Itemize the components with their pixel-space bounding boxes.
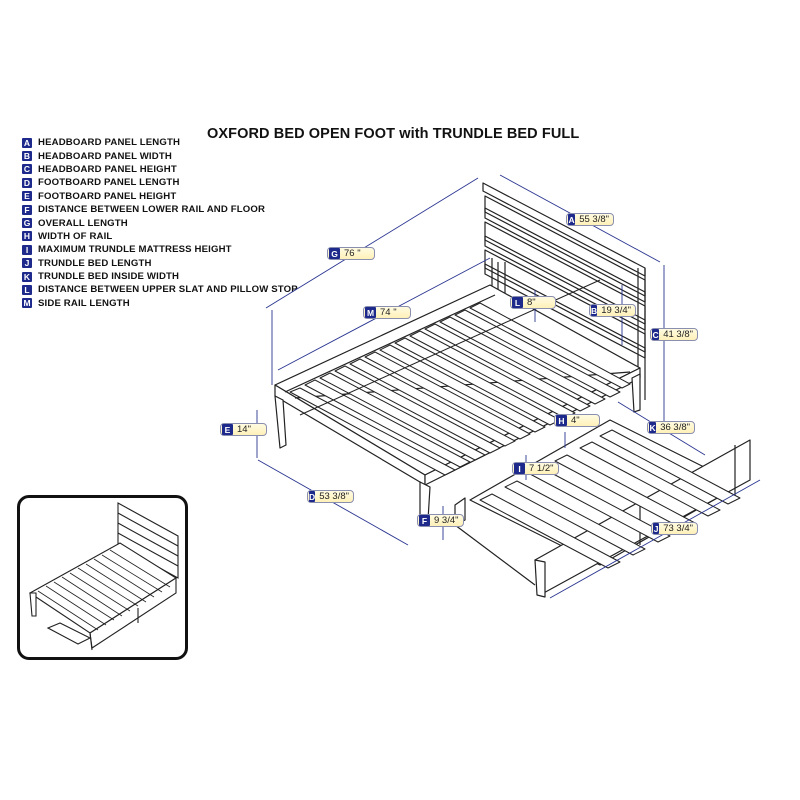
dimension-label-l: L 8": [510, 296, 556, 309]
legend-key-m: M: [22, 298, 32, 309]
legend-label-g: OVERALL LENGTH: [38, 217, 128, 229]
legend-key-i: I: [22, 244, 32, 255]
legend-label-c: HEADBOARD PANEL HEIGHT: [38, 163, 177, 175]
dimension-value-i: 7 1/2": [529, 463, 554, 474]
legend-item-a: A HEADBOARD PANEL LENGTH: [22, 136, 298, 149]
dimension-value-k: 36 3/8": [660, 422, 690, 433]
legend-item-f: F DISTANCE BETWEEN LOWER RAIL AND FLOOR: [22, 203, 298, 216]
dimension-key-i: I: [514, 463, 525, 474]
dimension-key-a: A: [568, 214, 576, 225]
dimension-legend: A HEADBOARD PANEL LENGTH B HEADBOARD PANEL…: [22, 136, 298, 310]
dimension-value-c: 41 3/8": [663, 329, 693, 340]
main-frame-slats: [289, 279, 631, 476]
legend-item-c: C HEADBOARD PANEL HEIGHT: [22, 163, 298, 176]
legend-key-k: K: [22, 271, 32, 282]
legend-item-g: G OVERALL LENGTH: [22, 216, 298, 229]
dimension-label-h: H 4": [554, 414, 600, 427]
legend-item-i: I MAXIMUM TRUNDLE MATTRESS HEIGHT: [22, 243, 298, 256]
dimension-value-b: 19 3/4": [601, 305, 631, 316]
legend-key-d: D: [22, 177, 32, 188]
bed-thumbnail-icon: [28, 502, 179, 651]
dimension-value-l: 8": [527, 297, 536, 308]
dimension-key-d: D: [309, 491, 316, 502]
dimension-key-c: C: [652, 329, 660, 340]
dimension-value-d: 53 3/8": [319, 491, 349, 502]
legend-label-d: FOOTBOARD PANEL LENGTH: [38, 177, 180, 189]
legend-label-i: MAXIMUM TRUNDLE MATTRESS HEIGHT: [38, 244, 232, 256]
legend-label-b: HEADBOARD PANEL WIDTH: [38, 150, 172, 162]
legend-label-l: DISTANCE BETWEEN UPPER SLAT AND PILLOW S…: [38, 284, 298, 296]
dimension-label-e: E 14": [220, 423, 267, 436]
legend-key-h: H: [22, 231, 32, 242]
legend-label-m: SIDE RAIL LENGTH: [38, 297, 130, 309]
legend-label-k: TRUNDLE BED INSIDE WIDTH: [38, 271, 180, 283]
legend-label-f: DISTANCE BETWEEN LOWER RAIL AND FLOOR: [38, 204, 266, 216]
dimension-value-m: 74 ": [380, 307, 397, 318]
legend-item-d: D FOOTBOARD PANEL LENGTH: [22, 176, 298, 189]
dimension-label-f: F 9 3/4": [417, 514, 464, 527]
legend-key-f: F: [22, 204, 32, 215]
legend-item-b: B HEADBOARD PANEL WIDTH: [22, 149, 298, 162]
dimension-value-a: 55 3/8": [579, 214, 609, 225]
legend-label-j: TRUNDLE BED LENGTH: [38, 257, 152, 269]
legend-key-l: L: [22, 284, 32, 295]
dimension-key-m: M: [365, 307, 376, 318]
trundle-frame: [454, 419, 751, 598]
dimension-key-h: H: [556, 415, 567, 426]
dimension-key-j: J: [653, 523, 660, 534]
dimension-key-g: G: [329, 248, 340, 259]
dimension-key-l: L: [512, 297, 523, 308]
legend-item-j: J TRUNDLE BED LENGTH: [22, 257, 298, 270]
legend-key-a: A: [22, 137, 32, 148]
bed-thumbnail-preview: [17, 495, 188, 660]
legend-key-c: C: [22, 164, 32, 175]
dimension-key-k: K: [649, 422, 657, 433]
legend-item-l: L DISTANCE BETWEEN UPPER SLAT AND PILLOW …: [22, 283, 298, 296]
dimension-label-m: M 74 ": [363, 306, 411, 319]
legend-item-k: K TRUNDLE BED INSIDE WIDTH: [22, 270, 298, 283]
dimension-value-h: 4": [571, 415, 580, 426]
legend-label-h: WIDTH OF RAIL: [38, 230, 113, 242]
dimension-value-g: 76 ": [344, 248, 361, 259]
legend-key-j: J: [22, 258, 32, 269]
dimension-label-i: I 7 1/2": [512, 462, 559, 475]
dimension-key-b: B: [591, 305, 598, 316]
legend-item-h: H WIDTH OF RAIL: [22, 230, 298, 243]
dimension-key-e: E: [222, 424, 233, 435]
legend-key-b: B: [22, 151, 32, 162]
dimension-key-f: F: [419, 515, 430, 526]
legend-label-e: FOOTBOARD PANEL HEIGHT: [38, 190, 177, 202]
legend-label-a: HEADBOARD PANEL LENGTH: [38, 137, 181, 149]
legend-item-e: E FOOTBOARD PANEL HEIGHT: [22, 190, 298, 203]
dimension-value-j: 73 3/4": [663, 523, 693, 534]
dimension-label-g: G 76 ": [327, 247, 375, 260]
headboard-slats: [482, 182, 646, 400]
legend-key-e: E: [22, 191, 32, 202]
dimension-value-f: 9 3/4": [434, 515, 459, 526]
dimension-value-e: 14": [237, 424, 251, 435]
legend-item-m: M SIDE RAIL LENGTH: [22, 297, 298, 310]
legend-key-g: G: [22, 218, 32, 229]
diagram-title: OXFORD BED OPEN FOOT with TRUNDLE BED FU…: [207, 126, 580, 142]
